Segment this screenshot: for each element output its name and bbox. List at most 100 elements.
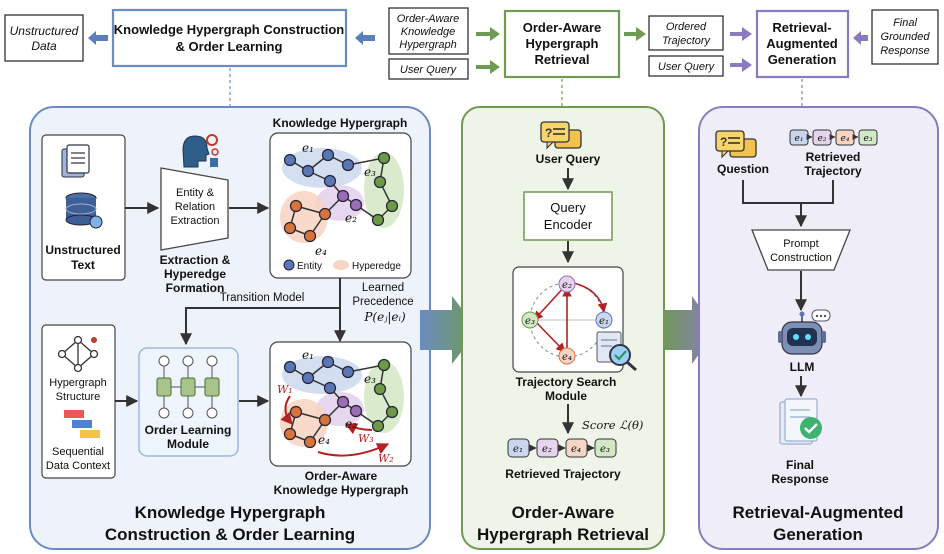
svg-text:e₂: e₂ bbox=[562, 280, 572, 291]
svg-text:Encoder: Encoder bbox=[544, 217, 593, 232]
panel2-title-line1: Order-Aware bbox=[512, 503, 615, 522]
svg-text:Retrieved Trajectory: Retrieved Trajectory bbox=[505, 467, 621, 481]
svg-text:Hyperedge: Hyperedge bbox=[352, 261, 401, 272]
svg-text:e₃: e₃ bbox=[364, 165, 376, 179]
svg-text:Order Learning: Order Learning bbox=[145, 423, 232, 437]
arrow-step2-to-trajectory bbox=[624, 27, 646, 41]
arrow-data-to-step1 bbox=[88, 31, 108, 45]
svg-text:e₄: e₄ bbox=[315, 244, 327, 258]
step1-line1: Knowledge Hypergraph Construction bbox=[114, 22, 344, 37]
svg-text:Precedence: Precedence bbox=[352, 296, 413, 308]
svg-text:Data Context: Data Context bbox=[46, 460, 110, 472]
svg-text:Structure: Structure bbox=[56, 391, 101, 403]
svg-text:e₂: e₂ bbox=[542, 444, 552, 455]
svg-text:e₂: e₂ bbox=[345, 417, 357, 431]
svg-text:Question: Question bbox=[717, 162, 769, 176]
svg-text:Retrieval-: Retrieval- bbox=[772, 20, 831, 35]
weight-arrow-w3 bbox=[344, 423, 373, 435]
panel3-title-line1: Retrieval-Augmented bbox=[733, 503, 904, 522]
unstructured-data-line2: Data bbox=[31, 39, 57, 53]
legend-hyperedge-marker bbox=[333, 260, 349, 270]
svg-text:Order-Aware: Order-Aware bbox=[523, 20, 602, 35]
svg-text:LLM: LLM bbox=[790, 360, 815, 374]
trajectory-search-box: e₂ e₃ e₁ e₄ bbox=[512, 266, 624, 373]
step1-line2: & Order Learning bbox=[176, 39, 283, 54]
knowledge-hypergraph-box: e₁ e₃ e₂ e₄ Entity Hyperedge bbox=[269, 132, 412, 279]
svg-text:e₁: e₁ bbox=[795, 134, 804, 144]
svg-text:Hypergraph: Hypergraph bbox=[526, 36, 599, 51]
svg-text:e₁: e₁ bbox=[599, 316, 609, 327]
panel1-title-line2: Construction & Order Learning bbox=[105, 525, 355, 544]
svg-text:Transition Model: Transition Model bbox=[220, 292, 305, 304]
svg-text:e₁: e₁ bbox=[302, 141, 314, 155]
svg-text:Knowledge Hypergraph: Knowledge Hypergraph bbox=[273, 116, 408, 130]
arrow-query-to-step2 bbox=[476, 60, 500, 74]
arrow-step3-to-response bbox=[853, 31, 868, 45]
weight-arrow-w2 bbox=[317, 443, 390, 457]
svg-text:Prompt: Prompt bbox=[783, 238, 818, 250]
step3-box: Retrieval- Augmented Generation bbox=[755, 9, 850, 79]
oakh-line3: Hypergraph bbox=[399, 39, 456, 51]
svg-text:Response: Response bbox=[880, 45, 930, 57]
hypergraph-structure-icon bbox=[57, 335, 99, 373]
panel1-title-line1: Knowledge Hypergraph bbox=[135, 503, 326, 522]
svg-text:Module: Module bbox=[167, 437, 209, 451]
legend-entity-marker bbox=[283, 259, 295, 271]
svg-text:Order-Aware: Order-Aware bbox=[305, 469, 378, 483]
svg-text:Ordered: Ordered bbox=[666, 21, 707, 33]
llm-robot-icon bbox=[778, 309, 831, 355]
svg-text:Grounded: Grounded bbox=[881, 31, 931, 43]
order-learning-module: Order Learning Module bbox=[138, 347, 239, 457]
final-response-icon bbox=[779, 398, 822, 445]
svg-text:e₃: e₃ bbox=[864, 134, 873, 144]
svg-text:Trajectory Search: Trajectory Search bbox=[516, 375, 617, 389]
svg-text:Text: Text bbox=[71, 258, 95, 272]
svg-text:Hypergraph: Hypergraph bbox=[49, 377, 106, 389]
svg-text:Score ℒ(θ): Score ℒ(θ) bbox=[582, 418, 643, 432]
oakh-line1: Order-Aware bbox=[397, 13, 460, 25]
prompt-construction-box: Prompt Construction bbox=[751, 229, 851, 271]
panel2-title-line2: Hypergraph Retrieval bbox=[477, 525, 649, 544]
svg-text:e₄: e₄ bbox=[571, 444, 581, 455]
svg-text:e₂: e₂ bbox=[818, 134, 827, 144]
svg-text:e₄: e₄ bbox=[318, 433, 330, 447]
merge-connector bbox=[742, 180, 834, 204]
oakh-box: Order-Aware Knowledge Hypergraph bbox=[388, 7, 469, 55]
svg-text:Retrieved: Retrieved bbox=[806, 150, 861, 164]
svg-text:User Query: User Query bbox=[400, 64, 458, 76]
retrieved-trajectory-chain: e₁ e₂ e₄ e₃ bbox=[507, 438, 617, 458]
search-magnifier-icon bbox=[596, 331, 637, 372]
svg-text:e₃: e₃ bbox=[525, 316, 535, 327]
svg-text:e₃: e₃ bbox=[600, 444, 610, 455]
step1-box: Knowledge Hypergraph Construction & Orde… bbox=[111, 8, 348, 68]
hyperedge-e1 bbox=[282, 148, 362, 188]
svg-text:e₄: e₄ bbox=[562, 352, 572, 363]
svg-text:Final: Final bbox=[893, 17, 917, 29]
user-query-box-2: User Query bbox=[648, 55, 724, 77]
step2-box: Order-Aware Hypergraph Retrieval bbox=[503, 9, 621, 79]
svg-text:e₂: e₂ bbox=[345, 211, 357, 225]
arrow-query2-to-step3 bbox=[730, 58, 752, 72]
panel-retrieval: User Query Query Encoder e₂ e₃ e₁ e₄ bbox=[461, 106, 665, 550]
svg-text:W₂: W₂ bbox=[378, 452, 394, 465]
svg-text:User Query: User Query bbox=[536, 152, 601, 166]
ai-head-gear-icon bbox=[182, 134, 219, 168]
svg-text:Hyperedge: Hyperedge bbox=[164, 267, 226, 281]
svg-text:W₁: W₁ bbox=[277, 383, 293, 396]
svg-text:Response: Response bbox=[771, 472, 829, 486]
unstructured-data-line1: Unstructured bbox=[10, 24, 79, 38]
svg-text:User Query: User Query bbox=[658, 61, 716, 73]
transition-model-arrow bbox=[180, 278, 341, 346]
context-card: Hypergraph Structure Sequential Data Con… bbox=[41, 324, 116, 479]
svg-text:P(eⱼ|eᵢ): P(eⱼ|eᵢ) bbox=[363, 310, 406, 324]
svg-text:e₁: e₁ bbox=[513, 444, 523, 455]
weight-arrow-w1 bbox=[280, 395, 293, 425]
final-response-box: Final Grounded Response bbox=[871, 9, 939, 65]
database-icon bbox=[65, 192, 103, 229]
svg-text:Relation: Relation bbox=[175, 201, 215, 213]
svg-text:Trajectory: Trajectory bbox=[804, 164, 862, 178]
svg-text:Entity: Entity bbox=[297, 261, 322, 272]
svg-text:Learned: Learned bbox=[362, 282, 404, 294]
svg-text:Query: Query bbox=[550, 200, 586, 215]
